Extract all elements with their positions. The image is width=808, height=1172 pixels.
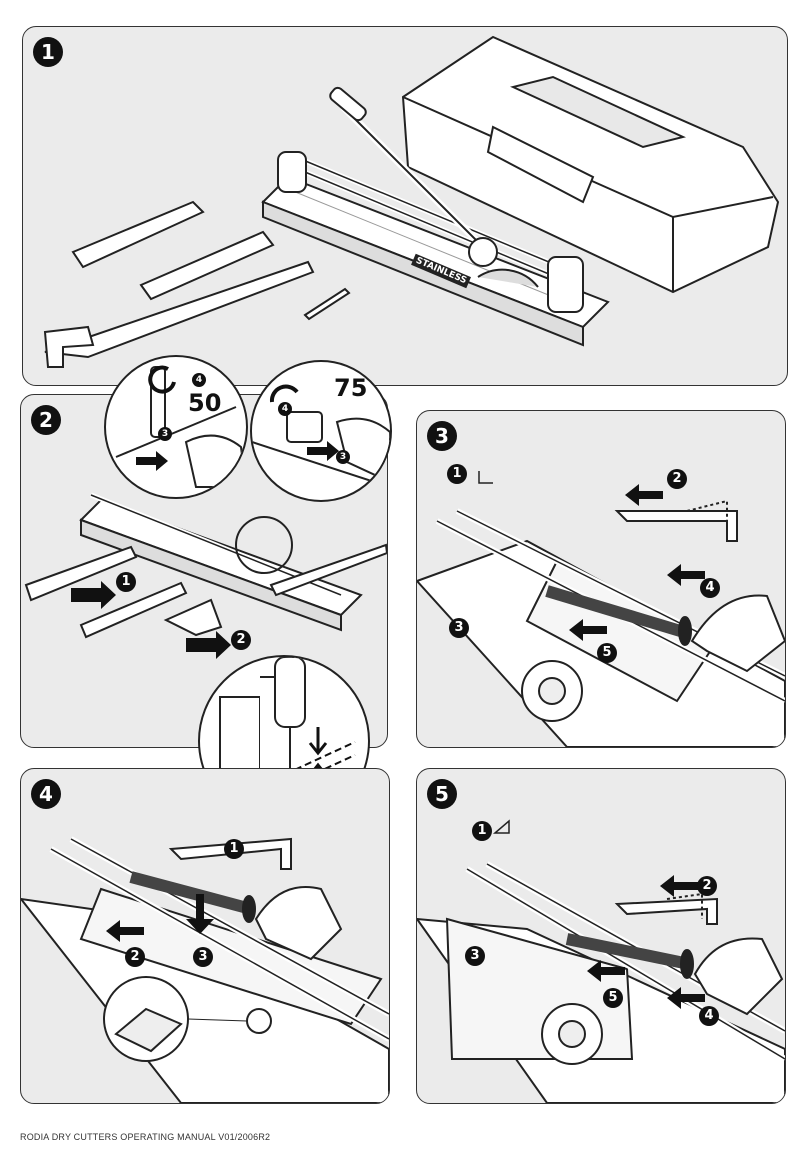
adjust-value: 75 xyxy=(334,374,368,402)
callout-3: 3 xyxy=(465,946,485,966)
callout-4: 4 xyxy=(700,578,720,598)
callout-2: 2 xyxy=(697,876,717,896)
callout-5: 5 xyxy=(597,643,617,663)
step-5-illustration xyxy=(417,819,785,1103)
screw-adjust-illustration xyxy=(252,384,390,488)
adjust-value: 50 xyxy=(188,389,222,417)
callout-3: 3 xyxy=(336,450,350,464)
step-4-panel: 1 2 3 4 xyxy=(20,768,390,1104)
callout-1: 1 xyxy=(447,464,467,484)
adjust-zoom-75: 75 4 3 xyxy=(250,360,392,502)
step-number-badge: 4 xyxy=(31,779,61,809)
callout-4: 4 xyxy=(699,1006,719,1026)
step-1-panel: STAINLESS 1 xyxy=(22,26,788,386)
step-number-badge: 2 xyxy=(31,405,61,435)
step-number-badge: 1 xyxy=(33,37,63,67)
callout-3: 3 xyxy=(193,947,213,967)
callout-4: 4 xyxy=(278,402,292,416)
callout-3: 3 xyxy=(158,427,172,441)
callout-1: 1 xyxy=(224,839,244,859)
step-1-illustration xyxy=(43,35,780,368)
callout-4: 4 xyxy=(192,373,206,387)
callout-2: 2 xyxy=(125,947,145,967)
tile-cutter-illustration xyxy=(261,86,610,347)
step-5-panel: 1 2 3 4 5 5 xyxy=(416,768,786,1104)
screw-adjust-illustration xyxy=(115,365,246,488)
callout-2: 2 xyxy=(231,630,251,650)
step-3-panel: 1 2 3 4 5 3 xyxy=(416,410,786,748)
callout-1: 1 xyxy=(472,821,492,841)
accessory-parts-illustration xyxy=(43,200,351,368)
step-4-illustration xyxy=(21,836,389,1103)
callout-1: 1 xyxy=(116,572,136,592)
step-number-badge: 5 xyxy=(427,779,457,809)
step-2-illustration xyxy=(24,492,387,659)
adjust-zoom-50: 4 50 3 xyxy=(104,355,248,499)
callout-2: 2 xyxy=(667,469,687,489)
step-number-badge: 3 xyxy=(427,421,457,451)
manual-footer: RODIA DRY CUTTERS OPERATING MANUAL V01/2… xyxy=(20,1132,271,1142)
callout-3: 3 xyxy=(449,618,469,638)
callout-5: 5 xyxy=(603,988,623,1008)
step-3-illustration xyxy=(417,471,785,747)
insert-arrow xyxy=(71,581,116,609)
carry-case-illustration xyxy=(401,35,780,294)
insert-arrow xyxy=(186,631,231,659)
